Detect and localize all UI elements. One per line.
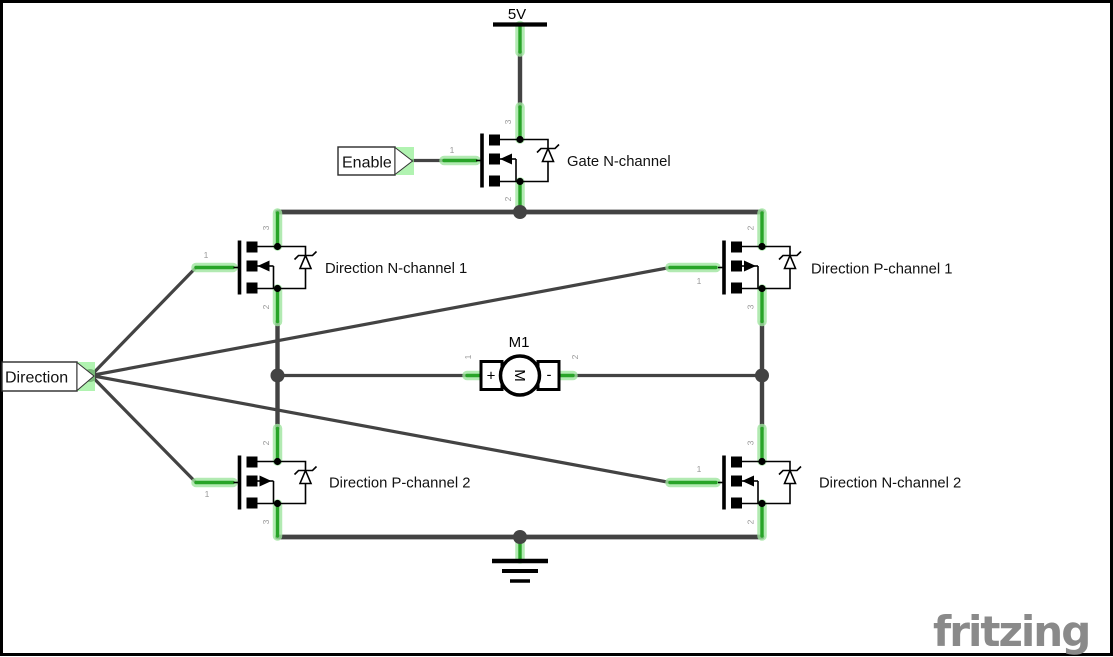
label-direction-p1: Direction P-channel 1 (811, 262, 952, 278)
power-5v[interactable]: 5V (493, 6, 547, 27)
pin-leads (191, 20, 767, 564)
pin-number-n2-gate: 1 (697, 464, 702, 474)
n-channel-arrow-icon (500, 153, 512, 165)
junction-dot-right-rail[interactable] (755, 368, 769, 383)
pin-number-p1-top: 2 (746, 225, 756, 230)
motor-designator: M1 (509, 334, 530, 351)
p-channel-arrow-icon (259, 475, 272, 487)
motor-plus-label: + (487, 368, 496, 385)
label-gate-n-channel: Gate N-channel (567, 154, 671, 170)
mosfet-direction-n-channel-1[interactable] (231, 238, 319, 297)
motor-body-icon (498, 354, 542, 397)
pin-number-n1-bottom: 2 (261, 304, 271, 309)
pin-number-p2-bottom: 3 (261, 519, 271, 524)
junction-dot-left-rail[interactable] (270, 368, 285, 383)
pin-number-gatefet-gate: 1 (450, 145, 455, 155)
label-direction-n2: Direction N-channel 2 (819, 476, 961, 492)
motor-pin-1: 1 (463, 354, 473, 359)
junction-dot-ground[interactable] (513, 530, 527, 544)
mosfet-symbol (474, 131, 561, 190)
mosfet-symbol (716, 238, 803, 297)
wires (89, 49, 765, 540)
power-5v-label: 5V (508, 6, 526, 23)
wire-direction-to-n1[interactable] (89, 265, 198, 378)
mosfet-direction-p-channel-1[interactable] (716, 238, 803, 297)
pin-number-gatefet-top: 3 (503, 119, 513, 124)
label-direction-p2: Direction P-channel 2 (329, 476, 470, 492)
watermark-fritzing: fritzing (933, 607, 1089, 656)
pin-number-n1-top: 3 (261, 225, 271, 230)
motor-m1[interactable]: + - M M1 1 2 (463, 334, 580, 397)
pin-number-p2-top: 2 (261, 440, 271, 445)
motor-letter: M (511, 369, 528, 382)
mosfet-direction-p-channel-2[interactable] (231, 453, 319, 512)
label-direction-n1: Direction N-channel 1 (325, 261, 467, 277)
wire-direction-to-p2[interactable] (89, 373, 198, 485)
n-channel-arrow-icon (257, 260, 270, 272)
enable-label: Enable (342, 155, 392, 172)
mosfet-gate-n-channel[interactable] (474, 131, 561, 190)
pin-number-p2-gate: 1 (205, 489, 210, 499)
motor-pin-2: 2 (570, 354, 580, 359)
pin-number-gatefet-bottom: 2 (503, 196, 513, 201)
p-channel-arrow-icon (744, 260, 756, 272)
net-label-direction[interactable]: Direction (1, 361, 95, 392)
wire-direction-to-n2[interactable] (89, 373, 672, 485)
direction-flag-icon (76, 361, 95, 392)
wire-direction-to-p1[interactable] (89, 265, 672, 378)
pin-number-n1-gate: 1 (204, 250, 209, 260)
mosfet-symbol (231, 238, 319, 297)
net-label-enable[interactable]: Enable (337, 146, 414, 176)
pin-number-n2-bottom: 2 (746, 519, 756, 524)
mosfet-symbol (716, 453, 803, 512)
junction-dot-top-rail[interactable] (513, 205, 527, 219)
motor-minus-label: - (547, 367, 552, 384)
pin-number-p1-gate: 1 (697, 276, 702, 286)
ground-icon[interactable] (492, 561, 548, 581)
mosfet-direction-n-channel-2[interactable] (716, 453, 803, 512)
pin-number-n2-top: 3 (746, 440, 756, 445)
n-channel-arrow-icon (742, 475, 754, 487)
pin-number-p1-bottom: 3 (746, 304, 756, 309)
ground-symbol (492, 561, 548, 581)
direction-label: Direction (5, 370, 68, 387)
mosfet-symbol (231, 453, 319, 512)
enable-flag-icon (394, 146, 414, 176)
